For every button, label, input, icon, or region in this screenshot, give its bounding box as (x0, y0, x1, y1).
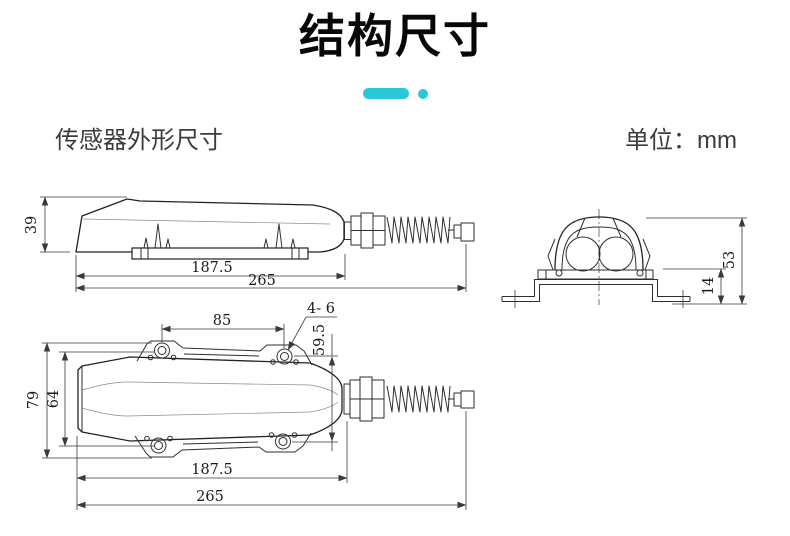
front-view-bracket (501, 269, 691, 308)
mounting-clips-side (143, 223, 296, 249)
page: { "header": { "title": "结构尺寸", "caption"… (0, 8, 790, 536)
unit-label: 单位：mm (625, 127, 737, 154)
cable-connector-top (453, 392, 462, 407)
mount-strap-top (136, 340, 313, 366)
cable-connector (453, 224, 462, 239)
dim-top-overall-length: 265 (76, 411, 467, 510)
dim-top-body-width: 64 (46, 351, 154, 447)
top-view: 79 64 85 4- 6 59.5 187.5 (26, 301, 475, 510)
header: 结构尺寸 (0, 8, 790, 99)
dim-front-bracket-height: 14 (663, 268, 726, 305)
dim-label-top-hole-spacing: 85 (213, 313, 231, 329)
dim-label-top-overall-length: 265 (196, 489, 224, 505)
body-outline-top (77, 356, 343, 442)
mount-holes (144, 342, 299, 454)
mount-strap-bottom (134, 432, 312, 458)
dim-label-front-overall-height: 53 (722, 251, 738, 269)
cable-gland-side (344, 212, 386, 249)
dim-label-top-body-width: 64 (46, 390, 62, 408)
side-view: 39 187.5 265 (24, 196, 475, 292)
dim-label-side-height: 39 (24, 216, 40, 234)
dim-label-top-hole-row-spacing: 59.5 (312, 324, 328, 356)
dim-label-top-overall-width: 79 (26, 391, 42, 409)
hole-callout: 4- 6 (287, 301, 337, 351)
side-view-body (75, 198, 345, 260)
dim-label-side-mount-length: 187.5 (191, 260, 233, 276)
lens-left (565, 236, 601, 272)
spiral-cable-side (386, 216, 475, 244)
dim-label-front-bracket-height: 14 (701, 277, 717, 295)
cable-gland-top (343, 376, 385, 422)
dim-label-side-overall-length: 265 (248, 273, 276, 289)
dim-top-overall-width: 79 (26, 342, 152, 459)
title-underline (0, 88, 790, 99)
dim-label-top-mount-length: 187.5 (191, 462, 233, 478)
dim-top-hole-spacing: 85 (161, 313, 285, 348)
dim-side-height: 39 (24, 196, 127, 253)
caption-row: 传感器外形尺寸 单位：mm (0, 120, 790, 155)
dim-top-mount-length: 187.5 (76, 421, 348, 510)
front-view: 53 14 (501, 209, 747, 308)
dim-side-overall-length: 265 (75, 244, 467, 292)
front-view-dome (547, 216, 651, 277)
body-outline (75, 198, 345, 253)
dim-front-overall-height: 53 (646, 217, 747, 305)
dim-label-hole-callout: 4- 6 (307, 301, 335, 317)
section-caption: 传感器外形尺寸 (55, 127, 223, 154)
dim-side-mount-length: 187.5 (75, 254, 346, 292)
dim-top-hole-row-spacing: 59.5 (292, 324, 338, 451)
title-underline-bar (362, 88, 409, 99)
spiral-cable-top (386, 385, 475, 413)
top-view-body (77, 340, 343, 458)
title-underline-dot (417, 88, 428, 99)
lens-right (598, 236, 634, 272)
page-title: 结构尺寸 (299, 10, 491, 62)
technical-drawing: 39 187.5 265 (24, 196, 747, 510)
bottom-plate (131, 247, 309, 260)
